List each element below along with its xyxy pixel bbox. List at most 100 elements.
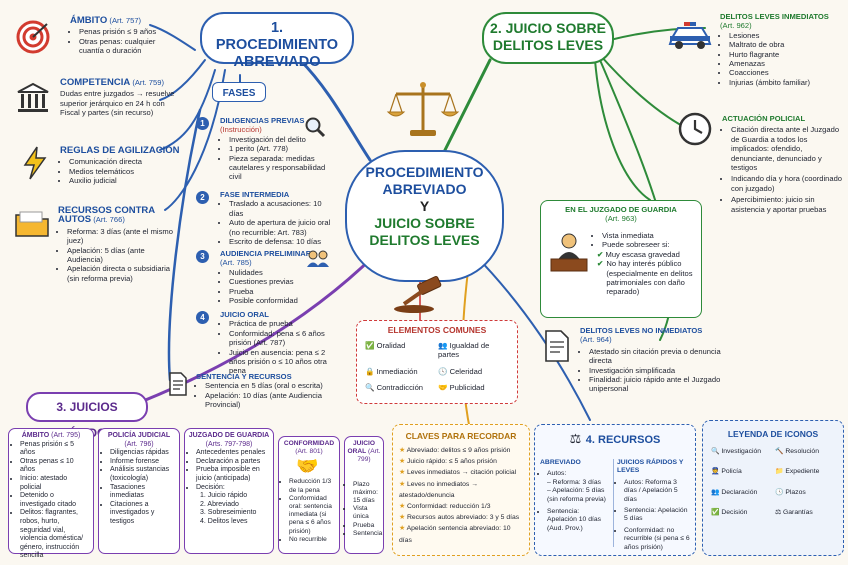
ambito-title: ÁMBITO [70, 15, 108, 26]
judge-icon [550, 233, 588, 272]
guardia-check-text: No hay interés público (especialmente en… [606, 259, 693, 297]
rapidos-guardia-decision: 3. Sobreseimiento [200, 509, 257, 517]
check-circle-icon: ✅ [365, 341, 375, 350]
target-icon [16, 20, 50, 54]
leyenda-label: Expediente [785, 468, 820, 476]
rapidos-guardia-title: JUZGADO DE GUARDIA [188, 432, 270, 439]
rapidos-ambito-item: Otras penas ≤ 10 años [20, 458, 90, 475]
clock-icon [678, 112, 712, 146]
recursos-title: 4. RECURSOS [585, 434, 661, 446]
clave-text: Recursos autos abreviado: 3 y 5 días [406, 514, 520, 522]
leyenda-title: LEYENDA DE ICONOS [727, 429, 819, 439]
clave-item: ★ Leves inmediatos → citación policial [399, 467, 523, 478]
sentencia-title: SENTENCIA Y RECURSOS [196, 372, 292, 381]
leyenda-item: 🔨 Resolución [775, 447, 839, 456]
ambito-ref: (Art. 757) [109, 16, 142, 25]
leyenda-item: 🔍 Investigación [711, 447, 775, 456]
title-juicios-rapidos: 3. JUICIOS RÁPIDOS [26, 392, 148, 440]
rapidos-policia-item: Citaciones a investigados y testigos [110, 501, 176, 527]
delitos-inm-item: Maltrato de obra [729, 40, 844, 49]
recursos-abreviado-item: Autos: [547, 470, 610, 478]
step-title: DILIGENCIAS PREVIAS [220, 116, 305, 125]
rapidos-guardia-item: Antecedentes penales [196, 449, 270, 458]
clave-item: ★ Conformidad: reducción 1/3 [399, 501, 523, 512]
rapidos-guardia-decision: 1. Juicio rápido [200, 492, 248, 500]
recursos-abreviado-item: – Apelación: 5 días (sin reforma previa) [547, 487, 606, 503]
guardia-check: ✔No hay interés público (especialmente e… [597, 259, 697, 297]
no-inm-title: DELITOS LEVES NO INMEDIATOS [580, 326, 703, 335]
step-number: 4 [196, 311, 209, 324]
lock-icon: 🔒 [365, 366, 375, 376]
step-item: Conformidad: pena ≤ 6 años prisión (Art.… [229, 329, 336, 348]
star-icon: ★ [399, 503, 406, 511]
juzgado-guardia-box: EN EL JUZGADO DE GUARDIA (Art. 963) Vist… [540, 200, 702, 318]
rapidos-juicio-item: Vista única [353, 505, 381, 521]
reglas-item: Comunicación directa [69, 157, 180, 166]
recursos-rapidos-item: Conformidad: no recurrible (si pena ≤ 6 … [624, 527, 691, 552]
clock-icon: 🕓 [438, 366, 448, 376]
comun-label: Contradicción [376, 383, 424, 393]
clave-text: Leves no inmediatos → atestado/denuncia [399, 480, 479, 499]
no-inm-item: Atestado sin citación previa o denuncia … [589, 347, 730, 366]
gavel-icon: 🔨 [775, 448, 784, 455]
reglas-item: Medios telemáticos [69, 167, 180, 176]
ambito-item: Otras penas: cualquier cuantía o duració… [79, 37, 180, 56]
delitos-inm-ref: (Art. 962) [720, 21, 752, 31]
claves-box: CLAVES PARA RECORDAR ★ Abreviado: delito… [392, 424, 530, 556]
clave-text: Conformidad: reducción 1/3 [406, 503, 491, 511]
rapidos-conformidad-title: CONFORMIDAD [283, 440, 335, 447]
rapidos-guardia-item: Prueba imposible en juicio (anticipada) [196, 466, 270, 483]
rapidos-ambito-item: Penas prisión ≤ 5 años [20, 441, 90, 458]
title-pa-text: 1. PROCEDIMIENTO ABREVIADO [215, 20, 339, 70]
delitos-inm-title: DELITOS LEVES INMEDIATOS [720, 12, 829, 21]
leyenda-label: Declaración [721, 488, 758, 496]
leyenda-label: Resolución [785, 448, 819, 455]
delitos-inmediatos: DELITOS LEVES INMEDIATOS (Art. 962) Lesi… [720, 12, 844, 87]
competencia-title: COMPETENCIA [60, 77, 131, 88]
delitos-inm-item: Hurto flagrante [729, 50, 844, 59]
fase-4: 4 JUICIO ORAL Práctica de prueba Conform… [196, 310, 336, 376]
police-icon: 👮 [711, 468, 720, 476]
step-item: Auto de apertura de juicio oral (no recu… [229, 218, 336, 237]
rapidos-conformidad-item: Reducción 1/3 de la pena [289, 478, 336, 494]
clave-text: Leves inmediatos → citación policial [406, 469, 517, 477]
clave-item: ★ Abreviado: delitos ≤ 9 años prisión [399, 445, 523, 456]
comun-item: 🔍 Contradicción [365, 383, 438, 392]
courthouse-icon [17, 82, 49, 112]
center-line-2: ABREVIADO [382, 181, 467, 197]
scales-icon: ⚖ [775, 509, 782, 517]
rapidos-policia-item: Diligencias rápidas [110, 449, 176, 458]
recursos-box: ⚖ 4. RECURSOS ABREVIADO Autos: – Reforma… [534, 424, 696, 556]
people-icon: 👥 [711, 488, 720, 496]
star-icon: ★ [399, 458, 406, 466]
clave-item: ★ Recursos autos abreviado: 3 y 5 días [399, 512, 523, 523]
rapidos-guardia: JUZGADO DE GUARDIA(Arts. 797-798) Antece… [184, 428, 274, 554]
people-icon [307, 250, 329, 267]
step-number: 2 [196, 191, 209, 204]
step-item: Investigación del delito [229, 135, 336, 144]
step-item: 1 perito (Art. 778) [229, 144, 336, 153]
rapidos-juicio-item: Prueba [353, 522, 381, 530]
comun-label: Igualdad de partes [438, 341, 490, 360]
document-icon [169, 372, 187, 396]
recursos-autos-title: RECURSOS CONTRA AUTOS [58, 205, 155, 226]
rapidos-guardia-ref: (Arts. 797-798) [205, 440, 253, 448]
comun-label: Inmediación [376, 366, 418, 376]
delitos-no-inmediatos: DELITOS LEVES NO INMEDIATOS (Art. 964) A… [580, 326, 730, 394]
sentencia-recursos: SENTENCIA Y RECURSOS Sentencia en 5 días… [196, 372, 346, 410]
comun-item: 🕓 Celeridad [438, 367, 511, 376]
step-item: Cuestiones previas [229, 277, 336, 286]
step-item: Práctica de prueba [229, 319, 336, 328]
sentencia-item: Sentencia en 5 días (oral o escrita) [205, 381, 346, 390]
competencia-text: Dudas entre juzgados → resuelve superior… [60, 89, 175, 118]
leyenda-box: LEYENDA DE ICONOS 🔍 Investigación 🔨 Reso… [702, 420, 844, 556]
guardia-check-text: Muy escasa gravedad [605, 249, 680, 259]
rapidos-policia-title: POLICÍA JUDICIAL [107, 432, 171, 439]
comun-label: Publicidad [449, 383, 485, 393]
rapidos-ambito-ref: (Art. 795) [51, 432, 81, 439]
leyenda-item: 👥 Declaración [711, 488, 775, 497]
ambito-item: Penas prisión ≤ 9 años [79, 27, 180, 36]
document-icon [545, 330, 569, 362]
rapidos-guardia-item: Declaración a partes [196, 458, 270, 467]
check-icon: ✔ [597, 259, 604, 269]
